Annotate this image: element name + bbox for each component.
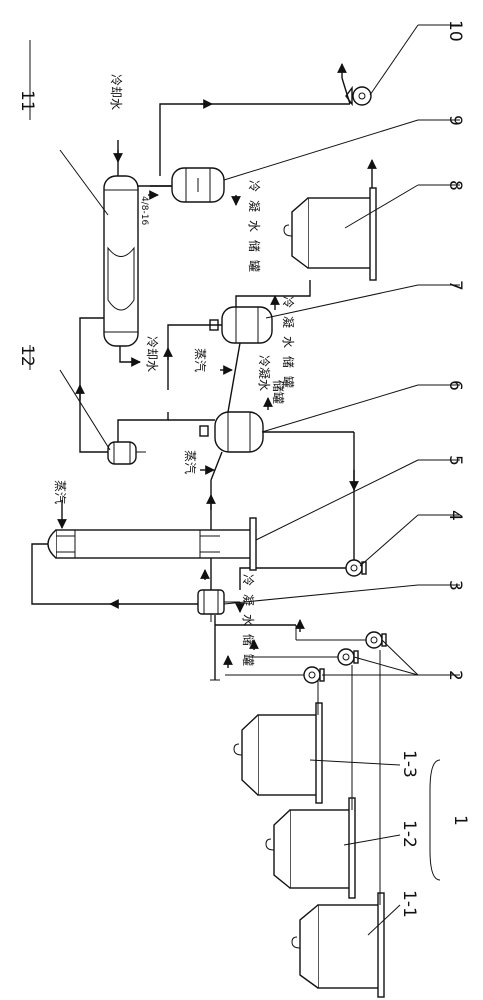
steam-7-label: 蒸汽: [193, 348, 208, 372]
label-7: 7: [445, 280, 465, 291]
label-12: 12: [17, 345, 37, 367]
pipe-spec-label: 4/8-16: [139, 196, 149, 225]
separator-6: [199, 397, 355, 481]
tank-1-1: [291, 892, 385, 998]
condensate-6-label-1: 冷凝水: [257, 355, 272, 391]
label-4: 4: [445, 510, 465, 521]
condensate-3-label: 冷凝水储罐: [241, 574, 256, 674]
evaporator-7: [163, 280, 311, 413]
cooling-water-top-label: 冷却水: [109, 74, 123, 110]
label-8: 8: [445, 180, 465, 191]
steam-5-label: 蒸汽: [53, 480, 68, 504]
flash-drum-12: [75, 370, 215, 465]
receiver-9: [150, 99, 350, 206]
tank-1-2: [265, 797, 356, 899]
feed-header-lines: [210, 615, 366, 681]
column-return-line: [31, 543, 198, 609]
evaporator-column-5: [47, 480, 257, 590]
feed-pump-b: [337, 648, 359, 666]
feed-pump-c: [303, 666, 325, 684]
preheater-3: [197, 589, 245, 622]
label-1-2: 1-2: [399, 820, 419, 848]
condensate-6-label-2: 储罐: [271, 380, 286, 404]
steam-6-label: 蒸汽: [183, 450, 198, 474]
label-3: 3: [445, 580, 465, 591]
cooling-water-mid-label: 冷却水: [145, 336, 159, 372]
annotations: 冷却水 4/8-16 冷凝水储罐 冷凝水储罐 冷却水 蒸汽 冷凝水 储罐 蒸汽 …: [53, 74, 296, 674]
vacuum-pump-10: [337, 63, 372, 107]
label-1-1: 1-1: [399, 890, 419, 918]
feed-pump-a: [365, 631, 387, 649]
storage-tank-8: [283, 159, 377, 281]
label-10: 10: [445, 20, 465, 42]
condenser-11: [79, 140, 172, 370]
condensate-9-label: 冷凝水储罐: [247, 180, 262, 280]
condensate-7-label: 冷凝水储罐: [281, 296, 296, 396]
leader-lines: [29, 24, 460, 936]
number-labels: 10 9 8 7 6 5 4 3 2 1-3 1-2 1-1 1 11 12: [17, 20, 470, 918]
label-11: 11: [17, 90, 37, 112]
label-2: 2: [445, 670, 465, 681]
label-6: 6: [445, 380, 465, 391]
label-5: 5: [445, 455, 465, 466]
label-1-3: 1-3: [399, 750, 419, 778]
tank-1-3: [233, 702, 323, 804]
label-1: 1: [450, 815, 470, 826]
label-9: 9: [445, 115, 465, 126]
circulation-pump-4: [239, 440, 367, 590]
tank-feed-lines: [317, 650, 381, 905]
